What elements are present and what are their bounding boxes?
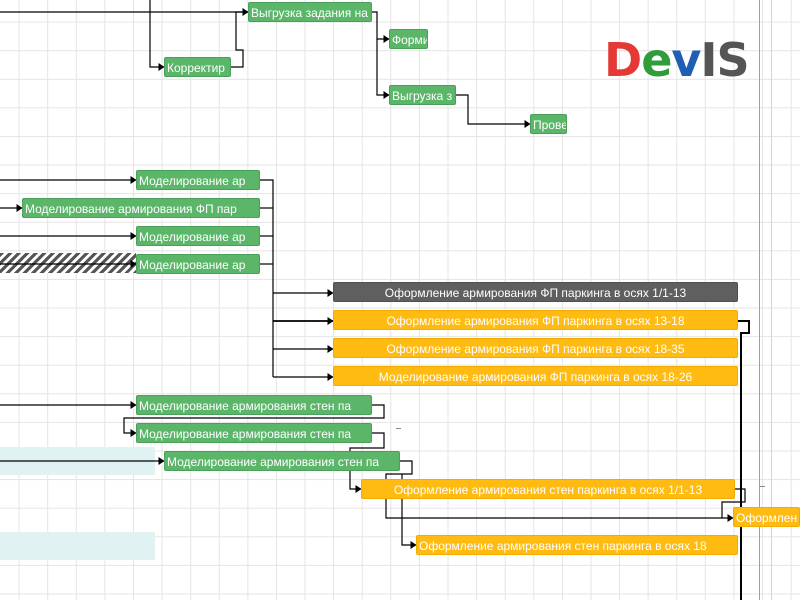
task-bar-drawing-fp-18-35[interactable]: Оформление армирования ФП паркинга в ося… — [333, 338, 738, 358]
timeline-marker — [771, 0, 772, 600]
dependency-link — [376, 39, 390, 99]
dependency-link — [372, 11, 390, 43]
hatched-summary-bar — [0, 253, 136, 273]
dependency-link — [260, 179, 274, 377]
dependency-link — [721, 488, 746, 518]
task-bar-modeling-fp-1[interactable]: Моделирование ар — [136, 170, 260, 190]
logo-letter: D — [604, 33, 642, 87]
task-bar-modeling-fp-3[interactable]: Моделирование ар — [136, 226, 260, 246]
logo-letter: I — [700, 33, 717, 87]
today-marker-line — [759, 0, 760, 600]
link-handle — [396, 428, 401, 429]
task-bar-unload-assignment[interactable]: Выгрузка задания на — [248, 2, 372, 22]
dependency-link — [738, 320, 750, 600]
logo-letter: S — [716, 33, 750, 87]
logo-letter: v — [671, 33, 701, 87]
dependency-link — [385, 460, 734, 522]
task-bar-modeling-fp-4[interactable]: Моделирование ар — [136, 254, 260, 274]
task-bar-correction[interactable]: Корректир — [164, 57, 231, 77]
task-bar-drawing-walls-18[interactable]: Оформление армирования стен паркинга в о… — [416, 535, 738, 555]
row-highlight-band — [0, 532, 155, 560]
logo-letter: e — [641, 33, 672, 87]
task-bar-modeling-walls-1[interactable]: Моделирование армирования стен па — [136, 395, 372, 415]
dependency-link — [149, 0, 165, 71]
task-bar-modeling-walls-3[interactable]: Моделирование армирования стен па — [164, 451, 400, 471]
task-bar-modeling-walls-2[interactable]: Моделирование армирования стен па — [136, 423, 372, 443]
dependency-link — [349, 432, 385, 493]
link-handle — [760, 486, 765, 487]
dependency-link — [456, 94, 531, 128]
devis-logo: DevIS — [604, 33, 750, 87]
task-bar-unload[interactable]: Выгрузка з — [389, 85, 456, 105]
task-bar-check[interactable]: Прове — [530, 114, 567, 134]
dependency-link — [123, 404, 385, 437]
task-bar-drawing-walls-1-13[interactable]: Оформление армирования стен паркинга в о… — [361, 479, 735, 499]
task-bar-form[interactable]: Формир — [389, 29, 428, 49]
task-bar-modeling-fp-2[interactable]: Моделирование армирования ФП пар — [22, 198, 260, 218]
dependency-link — [231, 11, 248, 68]
task-bar-drawing-fp-1-13[interactable]: Оформление армирования ФП паркинга в ося… — [333, 282, 738, 302]
task-bar-drawing-walls-right[interactable]: Оформлен — [733, 507, 800, 527]
task-bar-modeling-fp-18-26[interactable]: Моделирование армирования ФП паркинга в … — [333, 366, 738, 386]
task-bar-drawing-fp-13-18[interactable]: Оформление армирования ФП паркинга в ося… — [333, 310, 738, 330]
